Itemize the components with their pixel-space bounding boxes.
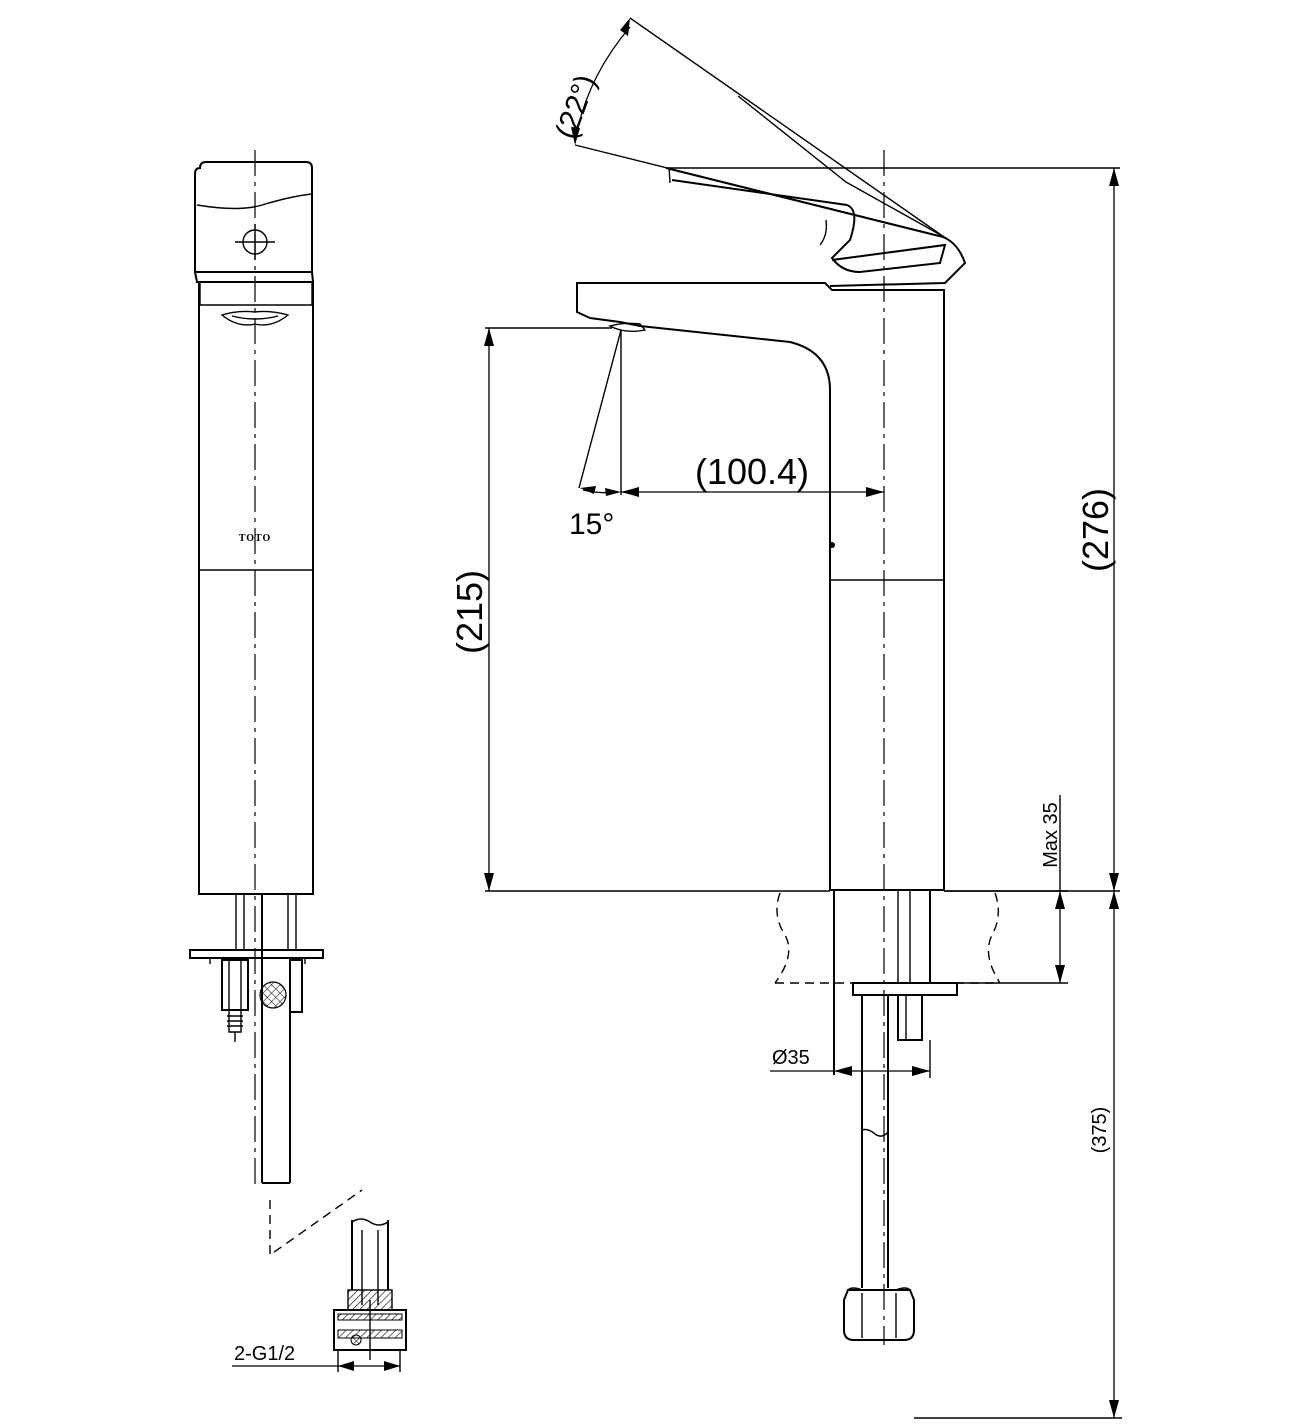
hose-length-label: (375) bbox=[1089, 1107, 1111, 1154]
brand-mark-text: TOTO bbox=[239, 533, 272, 544]
lever-angle-label: (22°) bbox=[549, 70, 602, 143]
spout-height-label: (215) bbox=[449, 570, 490, 654]
connection-thread-label: 2-G1/2 bbox=[234, 1343, 295, 1365]
body-diameter-label: Ø35 bbox=[772, 1047, 810, 1069]
deck-thickness-label: Max 35 bbox=[1040, 802, 1062, 868]
front-view: (22°) 15° (100.4) (215) (276) bbox=[449, 17, 1122, 1419]
spout-reach-label: (100.4) bbox=[695, 451, 809, 492]
overall-height-label: (276) bbox=[1075, 488, 1116, 572]
spray-angle-label: 15° bbox=[569, 508, 614, 541]
side-view: 2-G1/2 TOTO bbox=[189, 150, 407, 1372]
